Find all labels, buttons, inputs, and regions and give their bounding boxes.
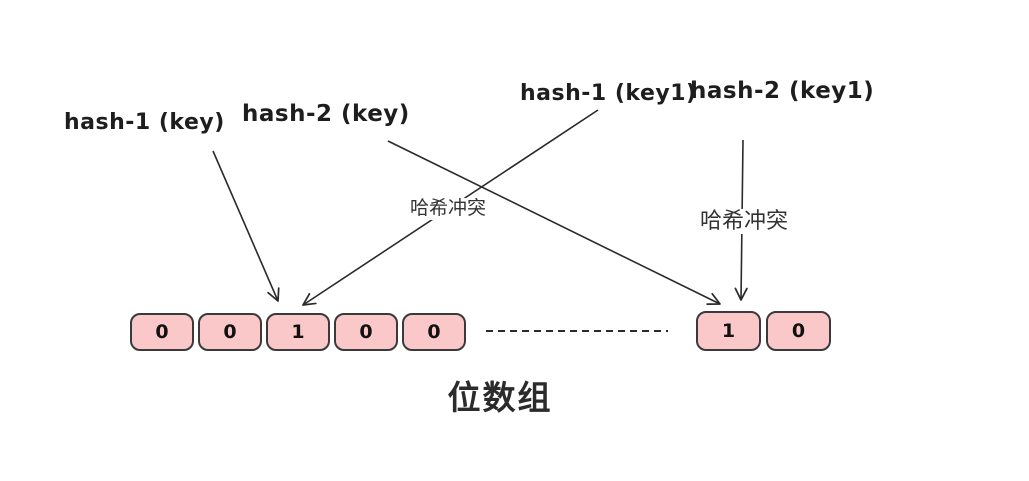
bit-array-left-segment: 0 0 1 0 0: [130, 313, 466, 351]
arrow-hash2-key-to-right-cell: [387, 140, 721, 305]
label-hash1-key1: hash-1 (key1): [520, 81, 697, 106]
bit-array-title: 位数组: [447, 378, 553, 417]
bit-cell: 0: [402, 313, 466, 351]
bit-cell: 0: [198, 313, 262, 351]
bit-cell: 1: [696, 311, 761, 351]
bit-cell: 0: [130, 313, 194, 351]
label-hash2-key: hash-2 (key): [242, 101, 410, 127]
bit-cell: 0: [766, 311, 831, 351]
arrow-hash1-key-to-left-cell: [212, 150, 280, 302]
bit-array-right-segment: 1 0: [696, 311, 831, 351]
bit-cell: 0: [334, 313, 398, 351]
bit-cell: 1: [266, 313, 330, 351]
label-hash1-key: hash-1 (key): [64, 110, 225, 135]
hash-collision-label-right: 哈希冲突: [698, 209, 791, 235]
label-hash2-key1: hash-2 (key1): [690, 78, 875, 104]
hash-collision-label-left: 哈希冲突: [408, 197, 489, 220]
